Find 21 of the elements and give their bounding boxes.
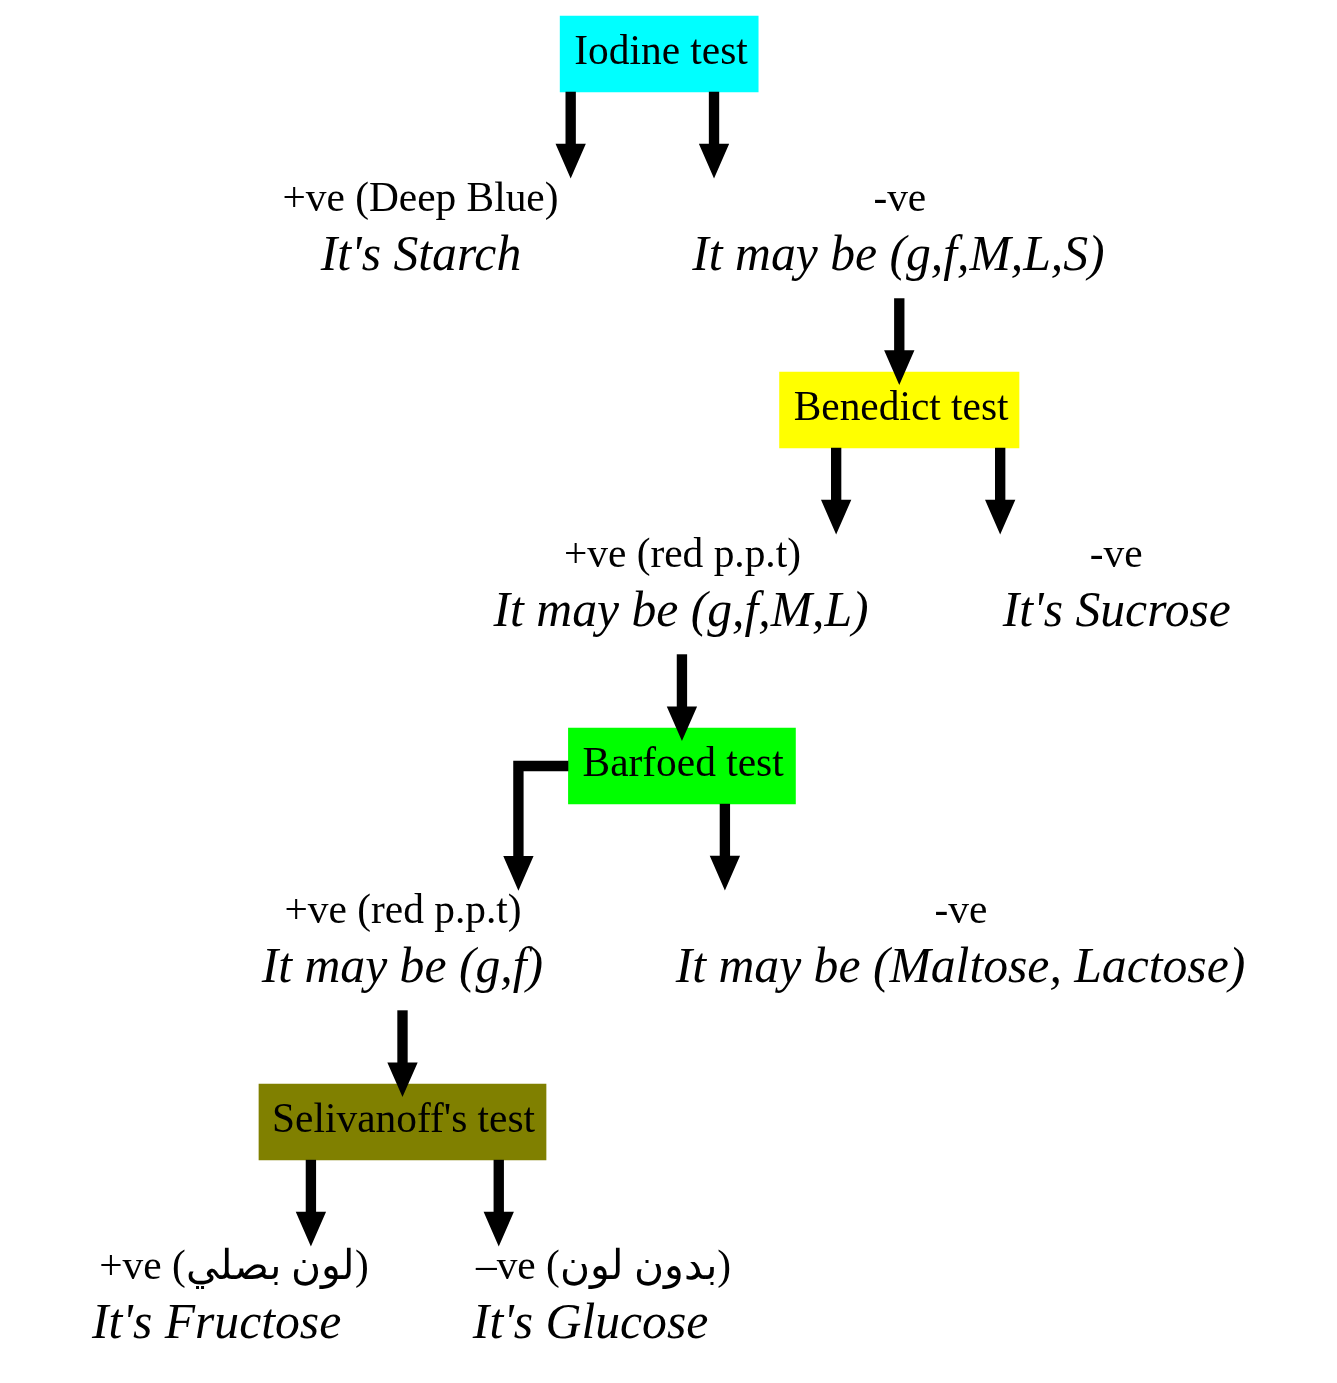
node-text: +ve (red p.p.t) It may be (g,f) bbox=[261, 886, 543, 993]
node-box: Benedict test bbox=[778, 371, 1019, 449]
node-box: Iodine test bbox=[559, 15, 759, 93]
arrow bbox=[709, 803, 740, 891]
node-box: Barfoed test bbox=[567, 727, 796, 805]
node-text: +ve (red p.p.t) It may be (g,f,M,L) bbox=[493, 530, 869, 637]
arrow bbox=[666, 654, 697, 742]
arrow bbox=[984, 447, 1015, 535]
arrow bbox=[295, 1159, 326, 1247]
node-text: +ve (Deep Blue) It's Starch bbox=[281, 174, 559, 281]
node-text: -ve It's Sucrose bbox=[1002, 530, 1231, 637]
arrow bbox=[502, 760, 568, 891]
arrow bbox=[883, 298, 914, 385]
arrow bbox=[555, 91, 586, 179]
arrow bbox=[698, 91, 729, 179]
node-box: Selivanoff's test bbox=[258, 1083, 546, 1161]
arrow bbox=[483, 1159, 514, 1247]
arrow bbox=[820, 447, 851, 535]
node-text: -ve It may be (g,f,M,L,S) bbox=[691, 174, 1105, 281]
node-text: -ve It may be (Maltose, Lactose) bbox=[675, 886, 1245, 993]
arrow bbox=[386, 1010, 418, 1098]
